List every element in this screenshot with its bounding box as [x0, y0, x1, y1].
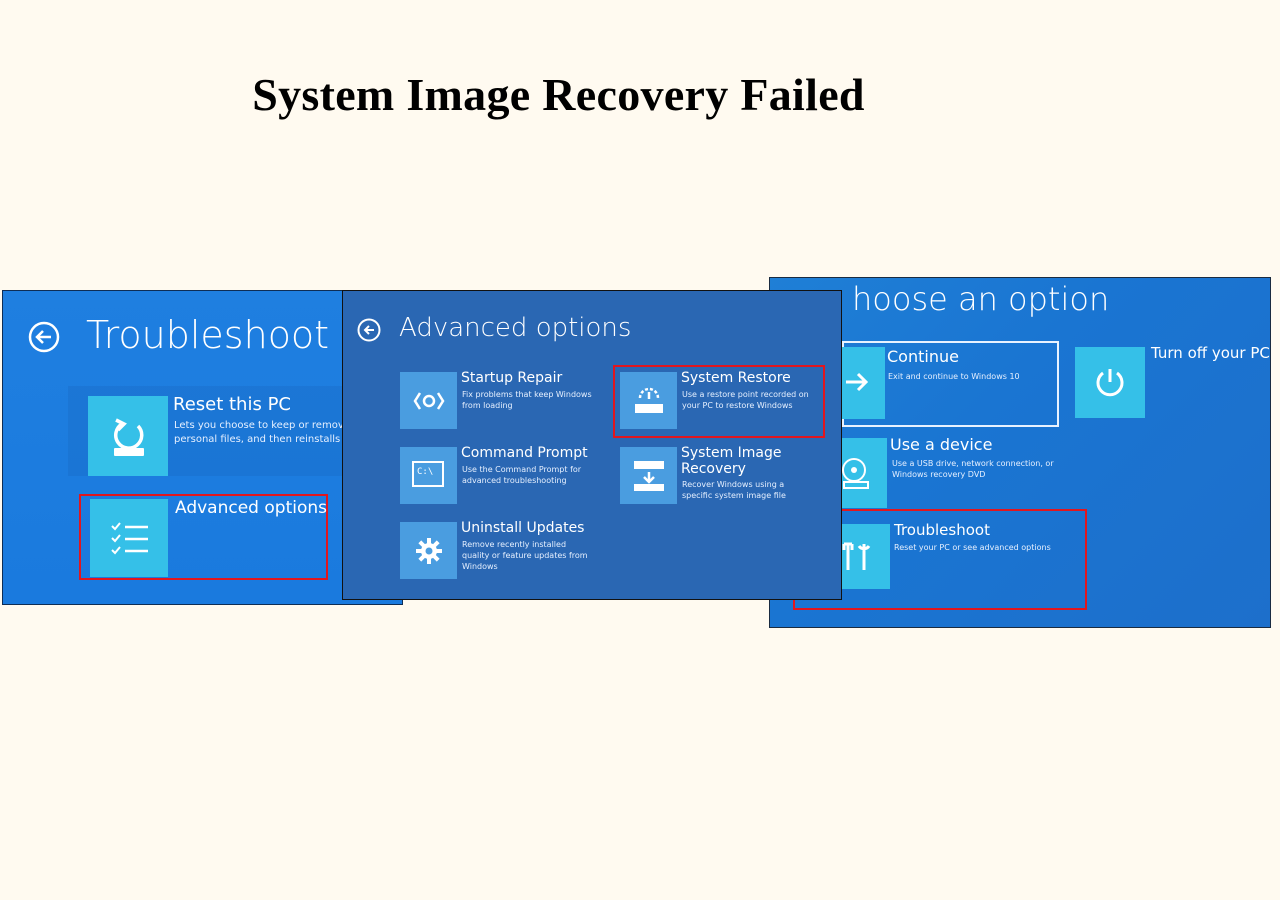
use-device-description: Use a USB drive, network connection, or … [892, 459, 1054, 479]
system-restore-title: System Restore [681, 370, 791, 386]
gear-icon [414, 536, 444, 566]
advanced-options-tile[interactable] [90, 499, 168, 577]
turn-off-tile[interactable] [1075, 347, 1145, 418]
continue-title: Continue [887, 347, 959, 366]
advanced-heading: Advanced options [399, 313, 632, 343]
system-image-icon [633, 459, 665, 493]
command-prompt-description: Use the Command Prompt for advanced trou… [462, 465, 582, 485]
startup-repair-icon [413, 389, 445, 413]
use-device-tile[interactable] [842, 438, 887, 508]
startup-repair-tile[interactable] [400, 372, 457, 429]
back-arrow-icon[interactable] [357, 318, 381, 342]
troubleshoot-tile[interactable] [842, 524, 890, 589]
startup-repair-description: Fix problems that keep Windows from load… [462, 390, 592, 410]
command-prompt-icon: C:\ [412, 461, 444, 487]
power-icon [1093, 365, 1127, 399]
use-device-title: Use a device [890, 435, 993, 454]
back-arrow-icon[interactable] [28, 321, 60, 353]
reset-pc-tile [88, 396, 168, 476]
system-restore-tile[interactable] [620, 372, 677, 429]
choose-heading: hoose an option [852, 280, 1110, 318]
checklist-icon [110, 519, 150, 559]
arrow-right-icon [842, 367, 872, 397]
turn-off-title: Turn off your PC [1151, 344, 1270, 362]
system-restore-icon [632, 384, 666, 418]
continue-tile [842, 347, 885, 419]
startup-repair-title: Startup Repair [461, 370, 563, 386]
system-restore-description: Use a restore point recorded on your PC … [682, 390, 809, 410]
choose-option-screenshot: hoose an option Continue Exit and contin… [769, 277, 1271, 628]
advanced-options-title: Advanced options [175, 498, 327, 518]
reset-icon [108, 414, 150, 458]
advanced-options-screenshot: Advanced options Startup Repair Fix prob… [342, 290, 842, 600]
page-title: System Image Recovery Failed [252, 69, 865, 120]
command-prompt-title: Command Prompt [461, 445, 588, 461]
disc-icon [840, 456, 874, 490]
system-image-title: System Image Recovery [681, 445, 782, 477]
troubleshoot-heading: Troubleshoot [86, 313, 330, 357]
reset-pc-description: Lets you choose to keep or remove your p… [174, 420, 392, 445]
troubleshoot-description: Reset your PC or see advanced options [894, 543, 1051, 552]
command-prompt-tile[interactable]: C:\ [400, 447, 457, 504]
system-image-description: Recover Windows using a specific system … [682, 480, 786, 500]
system-image-tile[interactable] [620, 447, 677, 504]
troubleshoot-title: Troubleshoot [894, 521, 990, 539]
command-prompt-icon-text: C:\ [417, 467, 434, 477]
continue-description: Exit and continue to Windows 10 [888, 372, 1020, 381]
advanced-options-highlight [79, 494, 328, 580]
reset-pc-title: Reset this PC [173, 394, 291, 415]
uninstall-updates-tile[interactable] [400, 522, 457, 579]
uninstall-updates-description: Remove recently installed quality or fea… [462, 540, 588, 571]
system-restore-highlight [613, 365, 825, 438]
uninstall-updates-title: Uninstall Updates [461, 520, 585, 536]
tools-icon [842, 540, 878, 574]
